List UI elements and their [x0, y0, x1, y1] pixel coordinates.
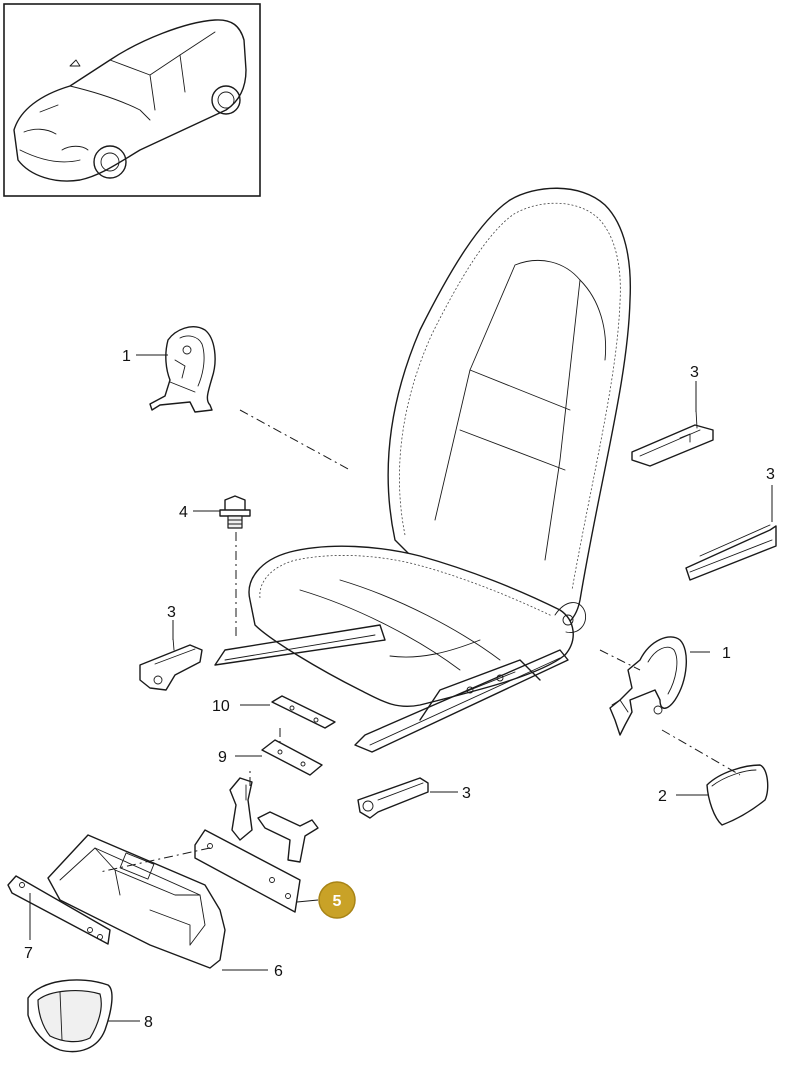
part-5-bracket[interactable]	[194, 777, 319, 913]
label-part-4[interactable]: 4	[179, 504, 188, 521]
part-3-left[interactable]	[139, 637, 203, 691]
label-part-3-right-middle[interactable]: 3	[766, 466, 775, 483]
label-part-10[interactable]: 10	[212, 698, 230, 715]
part-7-strip[interactable]	[7, 875, 111, 945]
center-lines	[99, 409, 741, 873]
part-6-tray[interactable]	[47, 834, 226, 969]
part-8-ring[interactable]	[27, 979, 113, 1053]
part-1-right[interactable]	[609, 636, 688, 736]
part-labels: 1 1 2 3 3 3 3 4 6 7 8 9 10	[24, 348, 775, 1031]
label-part-7[interactable]: 7	[24, 945, 33, 962]
label-part-9[interactable]: 9	[218, 749, 227, 766]
label-part-3-upper-right[interactable]: 3	[690, 364, 699, 381]
label-part-1-upper[interactable]: 1	[122, 348, 131, 365]
label-part-3-lower-middle[interactable]: 3	[462, 785, 471, 802]
part-3-lower-middle[interactable]	[357, 777, 429, 819]
label-part-2[interactable]: 2	[658, 788, 667, 805]
part-3-right-middle[interactable]	[685, 524, 777, 581]
highlight-badge-part-5[interactable]: 5	[318, 881, 356, 919]
label-part-1-right[interactable]: 1	[722, 645, 731, 662]
label-part-6[interactable]: 6	[274, 963, 283, 980]
label-part-8[interactable]: 8	[144, 1014, 153, 1031]
car-thumbnail[interactable]	[3, 3, 261, 197]
part-4-bolt[interactable]	[219, 495, 251, 529]
part-10-plate[interactable]	[271, 695, 336, 729]
part-1-upper[interactable]	[149, 326, 216, 413]
seat	[214, 187, 632, 753]
part-9-plate[interactable]	[261, 739, 323, 776]
leader-lines	[29, 354, 773, 1022]
label-part-3-left[interactable]: 3	[167, 604, 176, 621]
part-2-cover[interactable]	[706, 764, 769, 826]
part-3-upper-right[interactable]	[631, 409, 714, 467]
label-part-5: 5	[333, 893, 342, 910]
